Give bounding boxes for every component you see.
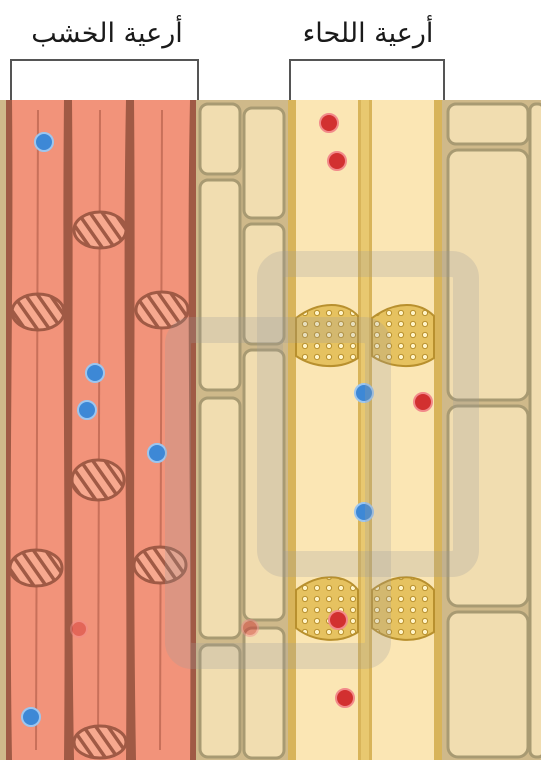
xylem-bracket <box>11 60 198 100</box>
phloem-bracket <box>290 60 444 100</box>
